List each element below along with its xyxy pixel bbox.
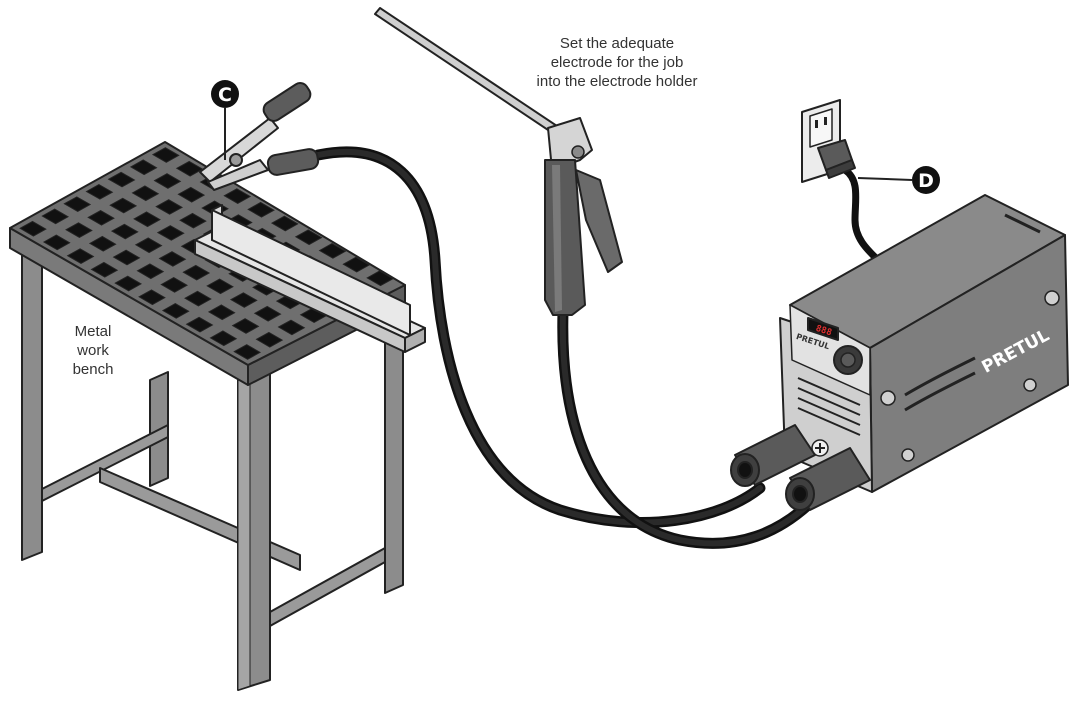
instruction-note: Set the adequate electrode for the job i…	[537, 35, 698, 90]
welder-display-readout: 888	[814, 324, 833, 339]
instruction-line-1: Set the adequate	[560, 35, 674, 52]
bench-grid-hole	[160, 277, 189, 293]
bench-grid-hole	[156, 225, 185, 241]
bench-grid-hole	[131, 185, 160, 202]
bench-grid-hole	[133, 211, 161, 228]
bench-grid-hole	[19, 220, 47, 237]
callout-c: C	[211, 80, 239, 160]
bench-grid-hole	[209, 330, 238, 347]
bench-caption: Metal work bench	[73, 323, 114, 378]
bench-grid-hole	[90, 261, 119, 278]
bench-grid-hole	[85, 184, 114, 200]
bench-grid-hole	[158, 251, 187, 267]
bench-grid-hole	[110, 223, 139, 240]
bench-grid-hole	[155, 199, 184, 215]
bench-grid-hole	[184, 290, 212, 307]
callout-d-label: D	[918, 170, 934, 192]
electrode-and-holder	[374, 7, 623, 316]
instruction-line-3: into the electrode holder	[537, 73, 698, 90]
metal-work-bench	[9, 141, 406, 691]
bench-grid-hole	[138, 289, 166, 306]
bench-grid-hole	[223, 188, 252, 204]
bench-grid-hole	[129, 159, 158, 176]
bench-grid-hole	[65, 222, 93, 238]
connector-lower	[785, 447, 871, 511]
bench-grid-hole	[177, 186, 206, 203]
bench-caption-line-1: Metal	[75, 323, 112, 340]
bench-grid-hole	[161, 303, 190, 319]
welder-display	[807, 317, 839, 341]
electrode-holder-lever	[575, 169, 623, 273]
instruction-line-2: electrode for the job	[551, 54, 684, 71]
welder-connectors	[730, 424, 871, 511]
callout-c-label: C	[218, 84, 232, 106]
bench-grid-hole	[231, 318, 260, 334]
bench-grid-hole	[206, 278, 234, 295]
cables	[312, 146, 884, 549]
bench-grid-hole	[153, 173, 182, 189]
bench-grid-hole	[233, 344, 262, 360]
bench-grid-hole	[318, 243, 347, 259]
bench-grid-hole	[277, 319, 306, 336]
metal-workpiece	[194, 204, 426, 353]
bench-caption-line-3: bench	[73, 361, 114, 378]
bench-grid-hole	[182, 264, 211, 281]
bench-grid-hole	[179, 212, 207, 229]
bench-grid-hole	[247, 201, 275, 218]
connector-upper	[730, 424, 816, 487]
bench-grid-hole	[88, 235, 117, 252]
bench-grid-hole	[66, 248, 95, 264]
bench-grid-hole	[185, 316, 214, 333]
bench-grid-hole	[294, 229, 323, 246]
bench-grid-hole	[229, 292, 258, 308]
bench-grid-hole	[41, 208, 70, 225]
bench-grid-hole	[134, 237, 163, 254]
bench-grid-hole	[112, 249, 141, 266]
bench-grid-hole	[255, 331, 284, 348]
bench-grid-hole	[342, 256, 371, 273]
bench-caption-line-2: work	[76, 342, 109, 359]
bench-grid-hole	[207, 304, 236, 321]
bench-grid-hole	[109, 197, 138, 214]
bench-front-left-leg	[21, 235, 43, 561]
electrode-holder-cable	[557, 306, 814, 549]
bench-grid-hole	[63, 196, 92, 212]
bench-grid-hole	[136, 263, 165, 280]
bench-grid-hole	[87, 210, 115, 226]
bench-grid-hole	[253, 305, 282, 322]
bench-grid-hole	[151, 147, 180, 163]
bench-grid-hole	[42, 234, 71, 251]
callout-d: D	[857, 166, 940, 194]
power-plug	[817, 139, 856, 179]
power-cord	[841, 166, 884, 266]
bench-grid-hole	[366, 270, 394, 287]
bench-grid-hole	[107, 171, 136, 188]
bench-grid-hole	[270, 215, 299, 232]
bench-grid-hole	[114, 275, 143, 292]
ground-clamp	[199, 82, 320, 191]
